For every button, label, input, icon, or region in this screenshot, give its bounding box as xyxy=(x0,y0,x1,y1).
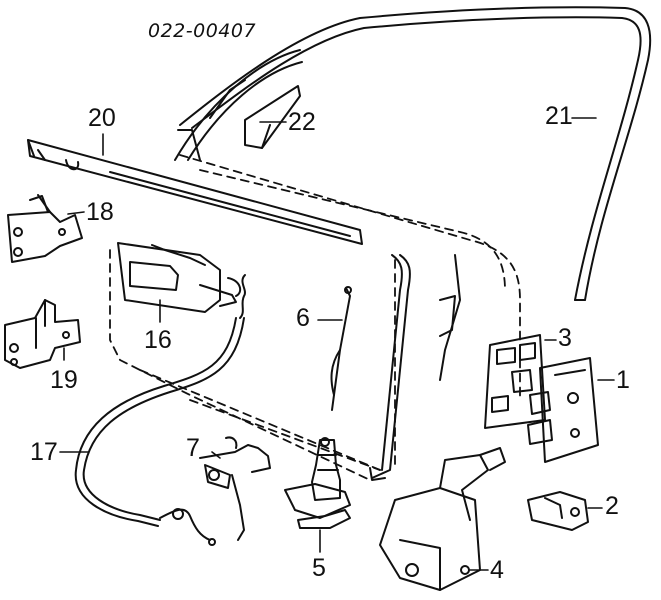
part-3-plate xyxy=(484,334,546,429)
callout-21: 21 xyxy=(545,102,573,130)
glass-run-channel xyxy=(369,254,461,481)
part-21-weatherstrip xyxy=(179,6,652,301)
part-2-striker xyxy=(527,491,589,531)
part-19-lower-hinge xyxy=(4,299,81,369)
callout-18: 18 xyxy=(86,198,114,226)
part-4-actuator xyxy=(379,447,506,591)
callout-3: 3 xyxy=(558,324,572,352)
callout-7: 7 xyxy=(186,434,200,462)
part-1-latch xyxy=(527,357,599,463)
callout-6: 6 xyxy=(296,304,310,332)
callout-1: 1 xyxy=(616,366,630,394)
part-17-cable xyxy=(74,274,246,546)
callout-4: 4 xyxy=(490,556,504,584)
part-5-lock-cylinder xyxy=(284,437,351,529)
door-sash-frame xyxy=(174,49,303,161)
part-6-rod xyxy=(330,286,352,411)
part-7-handle-lever xyxy=(199,436,271,541)
reference-number: 022-00407 xyxy=(148,20,257,42)
part-20-belt-molding xyxy=(27,139,363,245)
part-16-inside-handle xyxy=(117,242,242,313)
door-outline-dashed xyxy=(109,154,521,481)
callout-2: 2 xyxy=(605,492,619,520)
callout-20: 20 xyxy=(88,104,116,132)
callout-22: 22 xyxy=(288,108,316,136)
part-18-upper-hinge xyxy=(7,194,83,263)
callout-16: 16 xyxy=(144,326,172,354)
callout-17: 17 xyxy=(30,438,58,466)
leader-lines xyxy=(59,117,615,571)
callout-5: 5 xyxy=(312,554,326,582)
callout-19: 19 xyxy=(50,366,78,394)
